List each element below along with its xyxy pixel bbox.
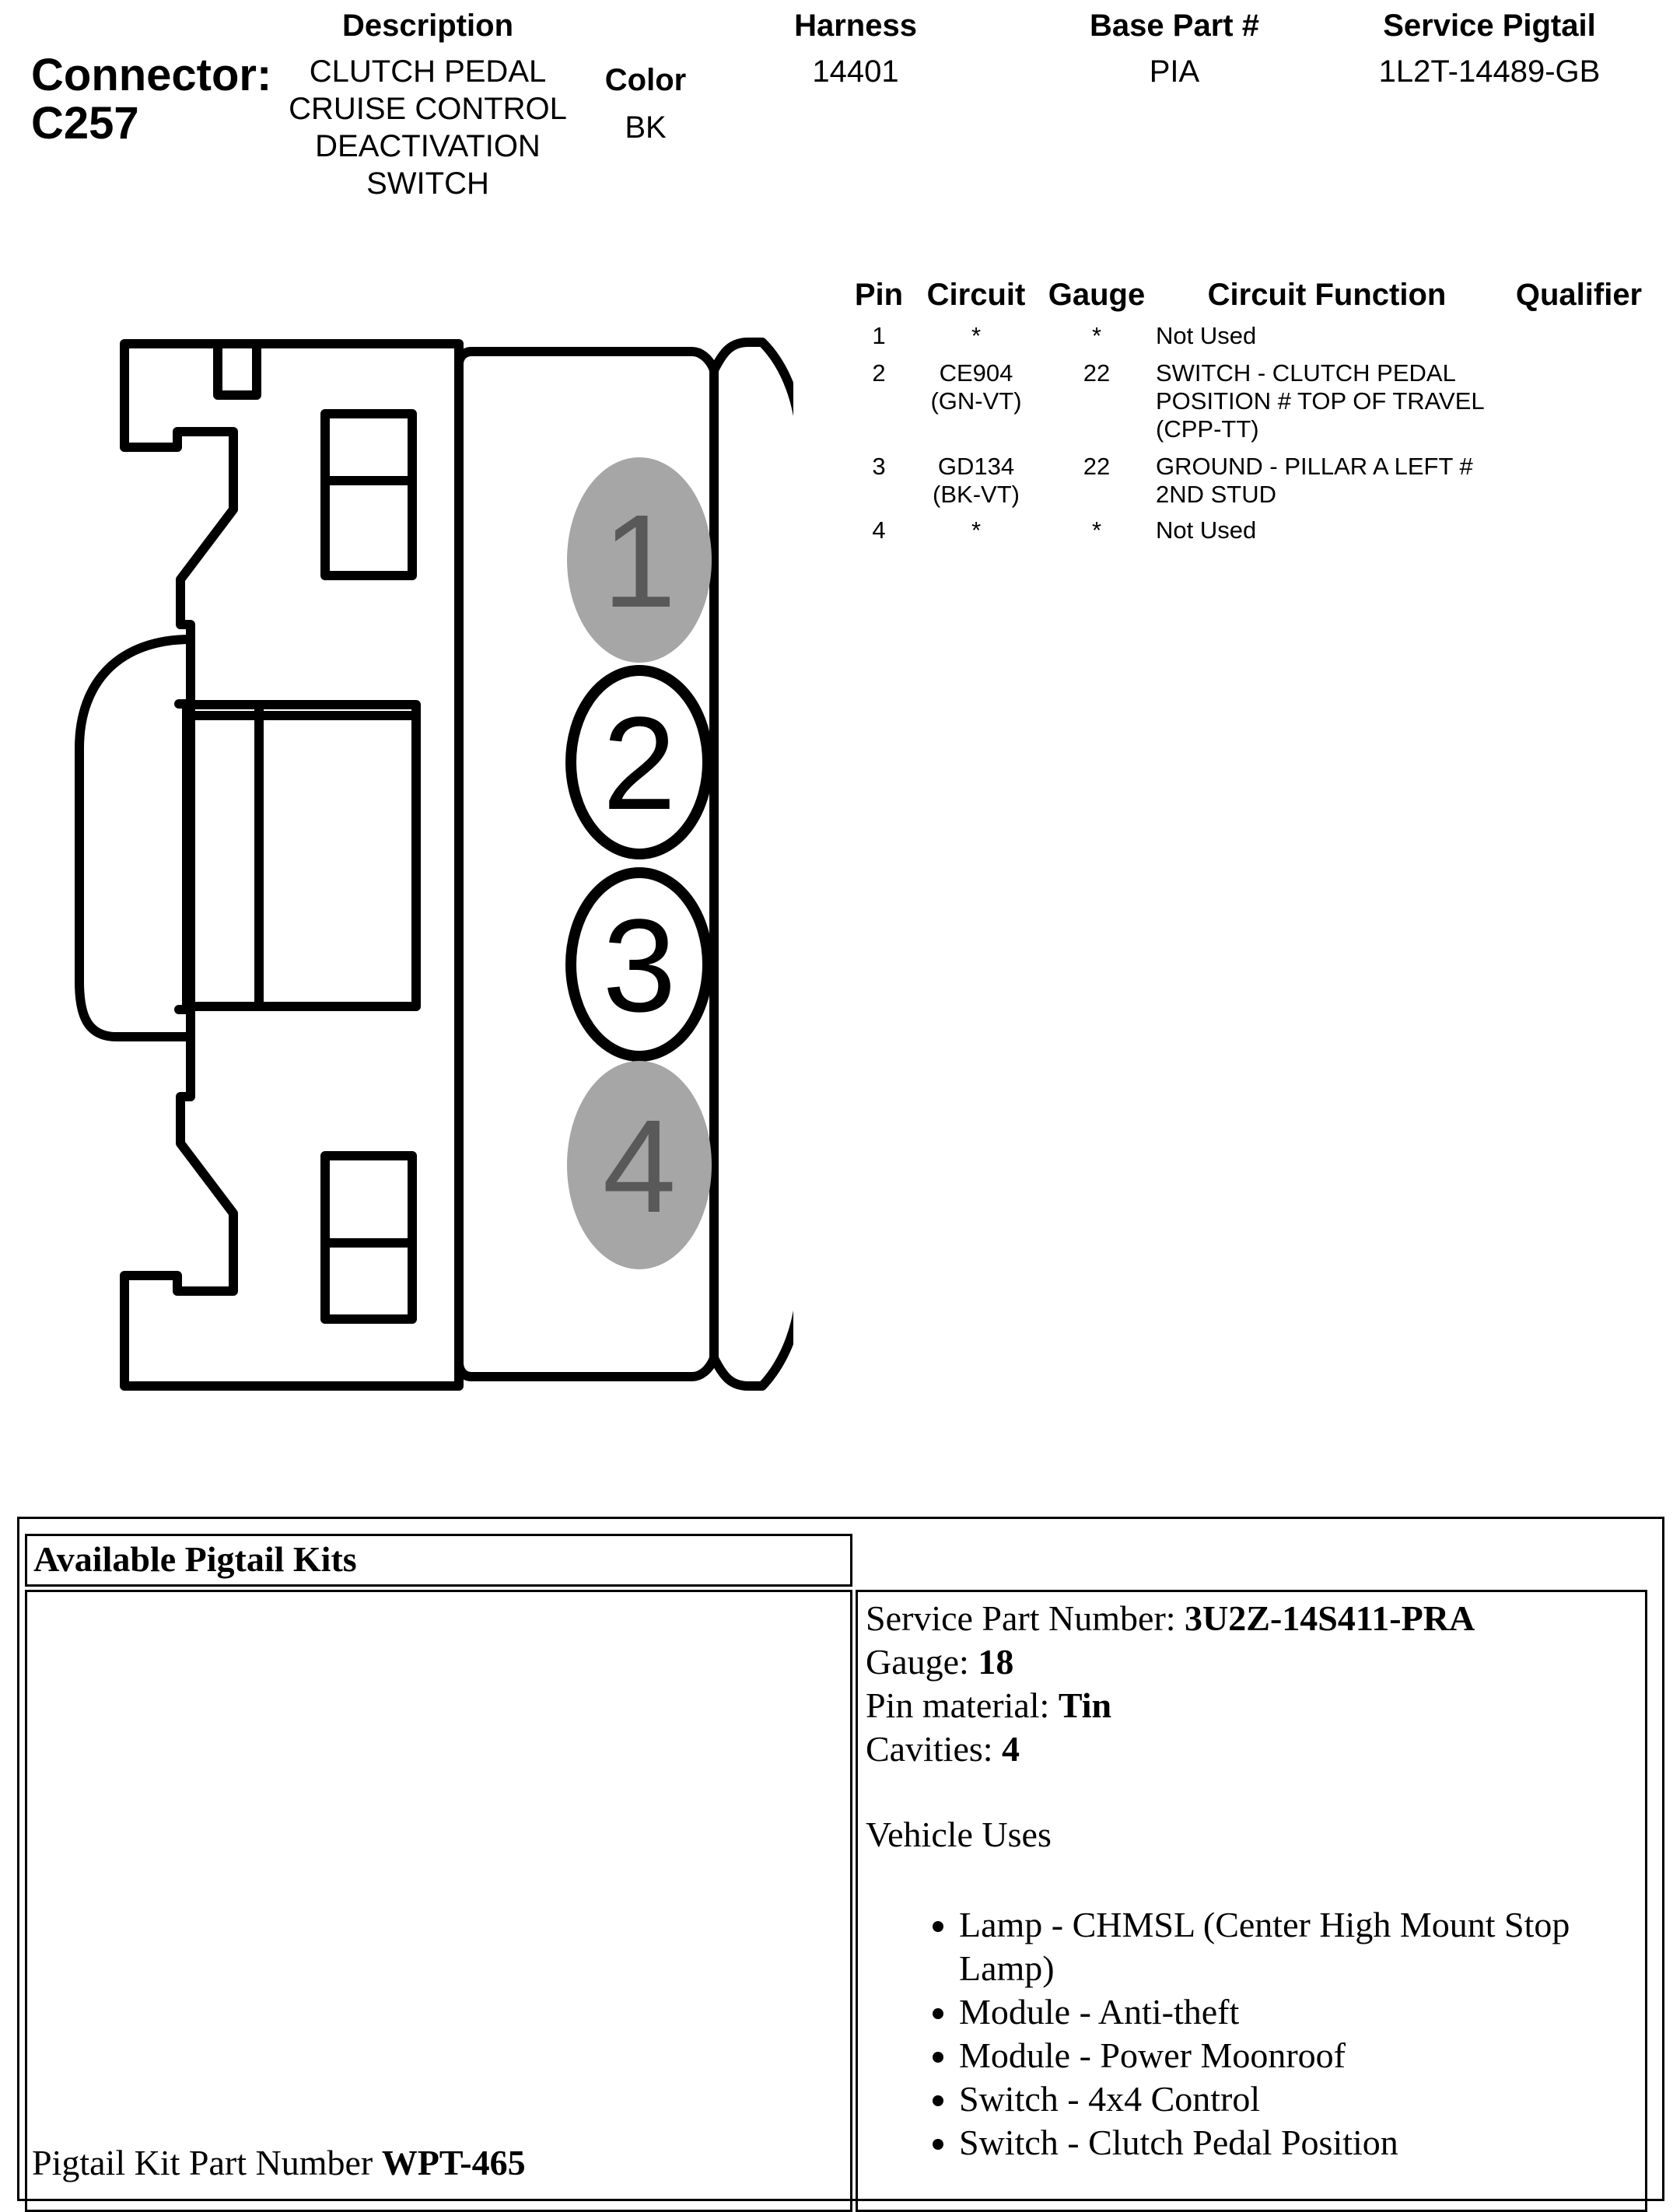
description-line: DEACTIVATION (315, 129, 541, 163)
circuit-function: 2ND STUD (1156, 481, 1277, 508)
pigtail-title-cell: Available Pigtail Kits (25, 1534, 852, 1587)
kit-part-value: WPT-465 (381, 2143, 526, 2182)
pin-cavities: 1 2 3 4 (565, 457, 713, 1269)
slot-top-lower (320, 476, 417, 580)
vehicle-uses-list: Lamp - CHMSL (Center High Mount Stop Lam… (866, 1903, 1643, 2165)
circuit-column-header: Circuit (926, 278, 1026, 312)
cavities-label: Cavities: (866, 1729, 993, 1769)
base-part-value: PIA (1149, 54, 1200, 89)
vehicle-uses-label: Vehicle Uses (866, 1815, 1052, 1854)
pin-4-cavity (567, 1061, 712, 1269)
list-item: Switch - 4x4 Control (959, 2077, 1643, 2121)
harness-header: Harness (794, 9, 917, 43)
service-part-label: Service Part Number: (866, 1598, 1176, 1638)
kit-part-label: Pigtail Kit Part Number (32, 2143, 373, 2182)
service-part-number: Service Part Number: 3U2Z-14S411-PRA (866, 1597, 1645, 1640)
pin-number: 3 (872, 453, 886, 480)
pin-number: 4 (872, 516, 886, 544)
list-item: Module - Power Moonroof (959, 2034, 1643, 2077)
circuit-code: * (971, 322, 982, 349)
pigtail-detail-cell: Service Part Number: 3U2Z-14S411-PRA Gau… (856, 1590, 1647, 2212)
circuit-code: GD134 (937, 453, 1015, 480)
pigtail-title: Available Pigtail Kits (33, 1539, 357, 1579)
housing-top-notch (213, 339, 261, 400)
circuit-code: * (971, 516, 982, 544)
service-part-value: 3U2Z-14S411-PRA (1185, 1598, 1475, 1638)
pin-1-label: 1 (603, 488, 677, 635)
cavities-value: 4 (1002, 1729, 1020, 1769)
pin-3-cavity (565, 867, 713, 1062)
pin-material-line: Pin material: Tin (866, 1684, 1645, 1727)
color-value: BK (625, 110, 667, 145)
cavities-line: Cavities: 4 (866, 1727, 1645, 1771)
gauge-value: 18 (978, 1642, 1014, 1682)
connector-face-diagram: 1 2 3 4 (75, 338, 793, 1391)
list-item: Lamp - CHMSL (Center High Mount Stop Lam… (959, 1903, 1643, 1990)
slot-top-upper (320, 409, 417, 485)
list-item: Module - Anti-theft (959, 1990, 1643, 2034)
pin-3-label: 3 (603, 892, 677, 1040)
qualifier-column-header: Qualifier (1515, 278, 1643, 312)
pin-2-cavity (565, 665, 713, 859)
pigtail-kit-part: Pigtail Kit Part Number WPT-465 (32, 2141, 526, 2185)
housing-right-cap (709, 338, 793, 1391)
wire-gauge: * (1091, 516, 1102, 544)
circuit-function: SWITCH - CLUTCH PEDAL (1156, 359, 1456, 387)
description-line: SWITCH (366, 166, 489, 201)
circuit-function: Not Used (1156, 516, 1257, 544)
description-header: Description (341, 9, 514, 43)
description-value: CLUTCH PEDAL CRUISE CONTROL DEACTIVATION… (272, 53, 583, 202)
gauge-line: Gauge: 18 (866, 1640, 1645, 1684)
slot-bottom-lower (320, 1238, 417, 1324)
circuit-code: CE904 (939, 359, 1013, 387)
pin-material-label: Pin material: (866, 1685, 1050, 1725)
connector-label: Connector: (31, 50, 272, 100)
function-column-header: Circuit Function (1207, 278, 1447, 312)
circuit-color: (GN-VT) (930, 387, 1022, 415)
gauge-label: Gauge: (866, 1642, 969, 1682)
circuit-function: (CPP-TT) (1156, 415, 1259, 443)
pin-column-header: Pin (854, 278, 904, 312)
description-line: CLUTCH PEDAL (309, 54, 547, 89)
pin-1-cavity (567, 457, 712, 663)
list-item: Switch - Clutch Pedal Position (959, 2121, 1643, 2165)
circuit-function: GROUND - PILLAR A LEFT # (1156, 453, 1473, 480)
service-pigtail-value: 1L2T-14489-GB (1378, 54, 1601, 89)
pin-number: 1 (872, 322, 886, 349)
wire-gauge: * (1091, 322, 1102, 349)
wire-gauge: 22 (1083, 453, 1111, 480)
description-line: CRUISE CONTROL (289, 92, 567, 126)
pin-2-label: 2 (603, 690, 677, 838)
harness-value: 14401 (812, 54, 899, 89)
housing-left-outline (75, 339, 464, 1391)
service-pigtail-header: Service Pigtail (1383, 9, 1596, 43)
wire-gauge: 22 (1083, 359, 1111, 387)
circuit-function: Not Used (1156, 322, 1257, 349)
pin-number: 2 (872, 359, 886, 387)
color-header: Color (604, 63, 687, 97)
pin-material-value: Tin (1058, 1685, 1112, 1725)
pin-4-label: 4 (603, 1093, 677, 1241)
circuit-function: POSITION # TOP OF TRAVEL (1156, 387, 1485, 415)
pigtail-kit-cell: Pigtail Kit Part Number WPT-465 (25, 1590, 852, 2212)
slot-bottom-upper (320, 1151, 417, 1248)
gauge-column-header: Gauge (1048, 278, 1146, 312)
connector-id: C257 (31, 98, 139, 149)
latch-window (186, 700, 421, 1011)
circuit-color: (BK-VT) (933, 481, 1020, 508)
base-part-header: Base Part # (1090, 9, 1259, 43)
